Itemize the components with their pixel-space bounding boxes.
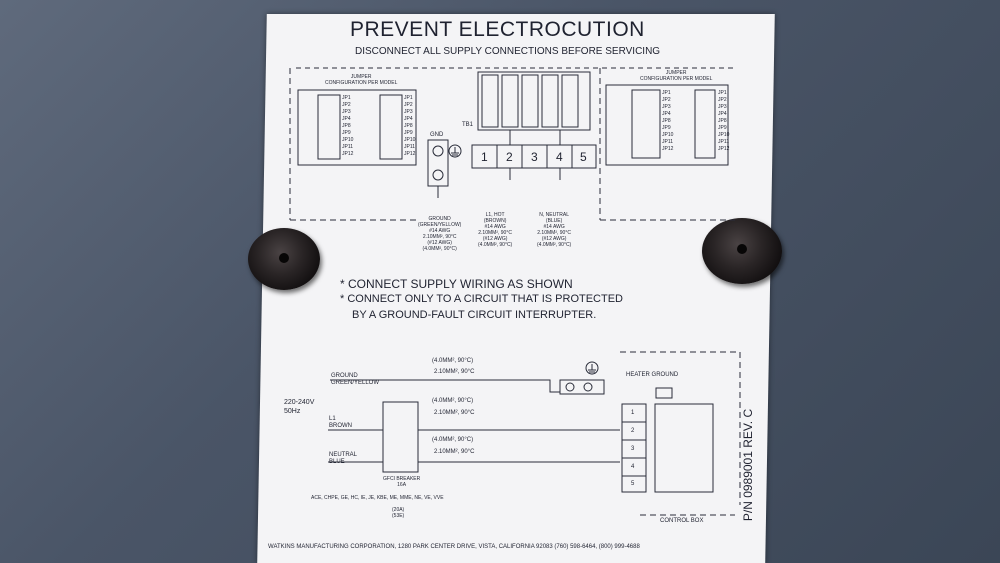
jumper-jp-label: JP9 [342,130,351,136]
jumper-jp-label: JP4 [662,111,671,117]
lower-ground-lug [559,379,605,395]
jumper-jp-label: JP12 [718,146,730,152]
wire-spec-ground: GROUND (GREEN/YELLOW) #14 AWG 2.10MM², 9… [418,216,462,252]
cb-terminal-2: 2 [631,428,635,434]
cb-terminal-1: 1 [631,410,635,416]
jumper-jp-label: JP11 [718,139,730,145]
note-connect-supply: * CONNECT SUPPLY WIRING AS SHOWN [340,277,573,291]
jumper-jp-label: JP8 [342,123,351,129]
spec-ground-4mm: (4.0MM², 90°C) [432,358,474,364]
right-rubber-grommet [702,218,782,284]
terminal-1: 1 [481,150,488,164]
jumper-jp-label: JP4 [718,111,727,117]
spec-n-4mm: (4.0MM², 90°C) [432,437,474,443]
neutral-wire-label: NEUTRAL BLUE [329,452,358,465]
wire-spec-hot: L1, HOT (BROWN) #14 AWG 2.10MM², 90°C (#… [478,212,513,248]
models-list: ACE, CHPE, GE, HC, IE, JE, KBE, ME, MME,… [311,495,444,501]
gnd-label: GND [430,132,444,138]
cb-terminal-3: 3 [631,446,635,452]
jumper-jp-label: JP1 [718,90,727,96]
control-box-label: CONTROL BOX [660,518,704,524]
jumper-jp-label: JP4 [342,116,351,122]
wire-spec-neutral: N, NEUTRAL (BLUE) #14 AWG 2.10MM², 90°C … [537,212,572,248]
jumper-jp-label: JP3 [342,109,351,115]
tb1-block [477,71,591,131]
jumper-jp-label: JP2 [404,102,413,108]
jumper-label-right: JUMPER CONFIGURATION PER MODEL [640,70,713,82]
jumper-jp-label: JP4 [404,116,413,122]
jumper-jp-label: JP12 [342,151,354,157]
jumper-jp-label: JP10 [718,132,730,138]
gfci-20a-label: (20A) (53E) [392,507,405,519]
jumper-label-left: JUMPER CONFIGURATION PER MODEL [325,74,398,86]
gfci-breaker-label: GFCI BREAKER 16A [383,476,421,488]
jumper-jp-label: JP3 [662,104,671,110]
page-title: PREVENT ELECTROCUTION [350,18,645,41]
jumper-jp-label: JP12 [662,146,674,152]
note-connect-circuit: * CONNECT ONLY TO A CIRCUIT THAT IS PROT… [340,293,624,305]
spec-n-210: 2.10MM², 90°C [434,449,475,455]
jumper-jp-label: JP2 [342,102,351,108]
jumper-jp-label: JP1 [342,95,351,101]
jumper-jp-label: JP2 [662,97,671,103]
left-rubber-grommet [248,228,320,290]
note-gfci: BY A GROUND-FAULT CIRCUIT INTERRUPTER. [352,309,597,321]
terminal-5: 5 [580,150,587,164]
terminal-2: 2 [506,150,513,164]
spec-ground-210: 2.10MM², 90°C [434,369,475,375]
right-jumper-panel [605,84,729,166]
manufacturer-footer: WATKINS MANUFACTURING CORPORATION, 1280 … [268,544,640,550]
cb-terminal-4: 4 [631,464,635,470]
heater-ground-label: HEATER GROUND [626,372,679,378]
jumper-jp-label: JP1 [404,95,413,101]
ground-lug [427,139,449,187]
jumper-jp-label: JP9 [718,125,727,131]
jumper-jp-label: JP9 [404,130,413,136]
terminal-strip [471,144,597,169]
jumper-jp-label: JP2 [718,97,727,103]
spec-l1-210: 2.10MM², 90°C [434,410,475,416]
spec-l1-4mm: (4.0MM², 90°C) [432,398,474,404]
l1-wire-label: L1 BROWN [329,416,352,429]
jumper-jp-label: JP8 [718,118,727,124]
part-number: P/N 0989001 REV. C [741,408,756,522]
jumper-jp-label: JP11 [662,139,674,145]
jumper-jp-label: JP12 [404,151,416,157]
tb1-label: TB1 [462,122,474,128]
terminal-4: 4 [556,150,563,164]
jumper-jp-label: JP11 [404,144,416,150]
jumper-jp-label: JP9 [662,125,671,131]
cb-terminal-5: 5 [631,481,635,487]
ground-wire-label: GROUND GREEN/YELLOW [331,373,380,386]
jumper-jp-label: JP10 [404,137,416,143]
voltage-label: 220-240V 50Hz [284,399,315,415]
jumper-jp-label: JP10 [662,132,674,138]
terminal-3: 3 [531,150,538,164]
gfci-breaker [382,401,419,473]
jumper-jp-label: JP3 [718,104,727,110]
jumper-jp-label: JP11 [342,144,354,150]
control-box-terminals [621,403,647,493]
page-subtitle: DISCONNECT ALL SUPPLY CONNECTIONS BEFORE… [355,46,661,57]
jumper-jp-label: JP8 [662,118,671,124]
jumper-jp-label: JP1 [662,90,671,96]
jumper-jp-label: JP3 [404,109,413,115]
left-jumper-panel [297,89,417,166]
jumper-jp-label: JP10 [342,137,354,143]
jumper-jp-label: JP8 [404,123,413,129]
